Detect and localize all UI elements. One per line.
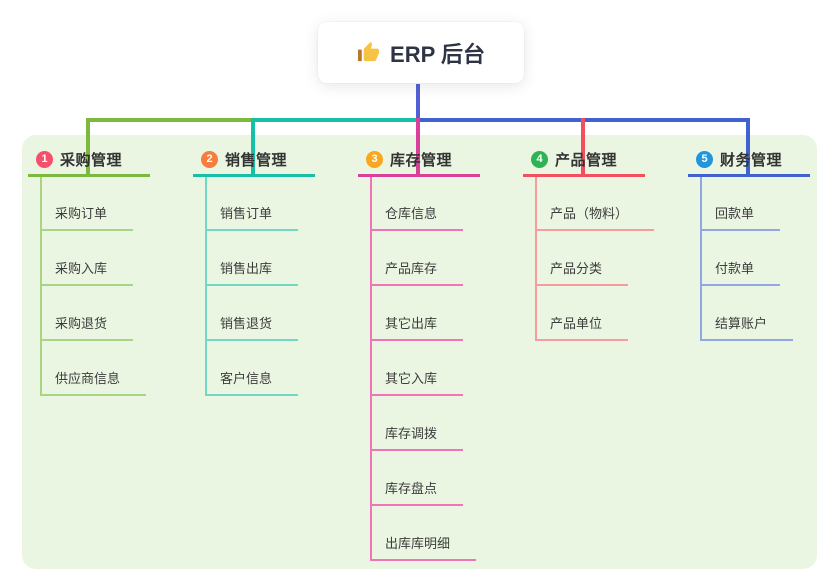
child-node[interactable]: 客户信息 [206,370,299,396]
child-node[interactable]: 供应商信息 [41,370,147,396]
child-node[interactable]: 出库库明细 [371,535,477,561]
child-node[interactable]: 产品单位 [536,315,629,341]
child-node[interactable]: 库存调拨 [371,425,464,451]
branch-label: 财务管理 [720,152,783,169]
branch-label: 销售管理 [225,152,288,169]
branch-children-line [205,177,207,396]
branch-number-badge: 1 [36,151,53,168]
branch-label: 库存管理 [390,152,453,169]
child-node[interactable]: 产品（物料） [536,205,655,231]
branch-number-badge: 2 [201,151,218,168]
branch-node[interactable]: 3 库存管理 [358,149,480,177]
branch-children-line [700,177,702,341]
child-node[interactable]: 库存盘点 [371,480,464,506]
branch-node[interactable]: 4 产品管理 [523,149,645,177]
connector-segment-sales [253,118,418,122]
root-node[interactable]: ERP 后台 [318,22,524,83]
branch-label: 产品管理 [555,152,618,169]
child-node[interactable]: 采购入库 [41,260,134,286]
child-node[interactable]: 采购订单 [41,205,134,231]
child-node[interactable]: 仓库信息 [371,205,464,231]
child-node[interactable]: 销售出库 [206,260,299,286]
child-node[interactable]: 产品库存 [371,260,464,286]
thumbs-up-icon [357,41,380,64]
child-node[interactable]: 采购退货 [41,315,134,341]
connector-segment-purchase [86,118,253,122]
branch-node[interactable]: 2 销售管理 [193,149,315,177]
branch-drop-line [86,118,90,177]
child-node[interactable]: 其它出库 [371,315,464,341]
branch-drop-line [251,118,255,177]
branch-node[interactable]: 1 采购管理 [28,149,150,177]
branches-panel [22,135,817,569]
branch-drop-line [416,118,420,177]
child-node[interactable]: 回款单 [701,205,781,231]
root-connector-line [416,84,420,122]
branch-label: 采购管理 [60,152,123,169]
root-node-label: ERP 后台 [390,41,485,67]
child-node[interactable]: 销售退货 [206,315,299,341]
child-node[interactable]: 其它入库 [371,370,464,396]
child-node[interactable]: 结算账户 [701,315,794,341]
child-node[interactable]: 销售订单 [206,205,299,231]
branch-number-badge: 5 [696,151,713,168]
branch-number-badge: 4 [531,151,548,168]
branch-node[interactable]: 5 财务管理 [688,149,810,177]
branch-number-badge: 3 [366,151,383,168]
child-node[interactable]: 产品分类 [536,260,629,286]
child-node[interactable]: 付款单 [701,260,781,286]
branch-drop-line [746,118,750,177]
branch-children-line [370,177,372,561]
branch-children-line [40,177,42,396]
branch-children-line [535,177,537,341]
branch-drop-line [581,118,585,177]
